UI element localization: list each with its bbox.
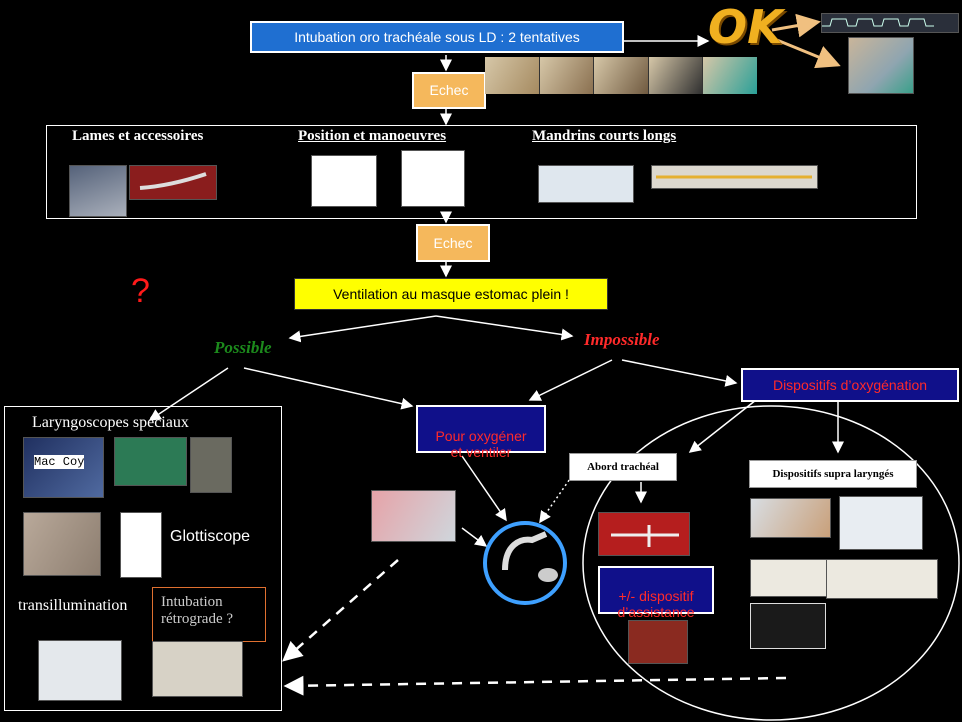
arrow-impossible-oxygener xyxy=(528,359,613,401)
laryngoscopy-sequence xyxy=(485,57,757,94)
impossible-label: Impossible xyxy=(584,330,660,349)
possible-label: Possible xyxy=(214,338,272,357)
larynx-image xyxy=(539,57,595,94)
echec-label-1: Echec xyxy=(429,82,469,98)
mandrin-short-photo xyxy=(538,165,634,203)
monitor-image xyxy=(821,13,959,33)
position-drawing-2 xyxy=(401,150,465,207)
question-mark: ? xyxy=(131,272,150,310)
larynx-image xyxy=(703,57,757,94)
cricothyrotomy-photo xyxy=(598,512,690,556)
arrow-oxygener-tube xyxy=(461,455,507,522)
lames-heading: Lames et accessoires xyxy=(72,128,204,144)
abord-tracheal-label: Abord trachéal xyxy=(587,461,659,473)
arrow-to-possible xyxy=(288,315,437,343)
blades-photo xyxy=(69,165,127,217)
combitube-photo xyxy=(826,559,938,599)
lightwand-photo xyxy=(38,640,122,701)
ventilation-title: Ventilation au masque estomac plein ! xyxy=(333,286,569,302)
laryngoscopes-heading: Laryngoscopes spéciaux xyxy=(32,414,189,431)
arrow-possible-oxygener xyxy=(243,367,414,410)
dispositifs-oxy-label: Dispositifs d’oxygénation xyxy=(772,377,928,393)
fiberscope-photo xyxy=(23,512,101,576)
glottiscope-photo xyxy=(120,512,162,578)
echec-box-2: Echec xyxy=(416,224,490,262)
pour-oxygener-box: Pour oxygéner et ventiler xyxy=(416,405,546,460)
lma-photo-2 xyxy=(839,496,923,550)
retrograde-kit-photo xyxy=(152,641,243,697)
arrow-abord-tube-dotted xyxy=(539,475,573,524)
supra-laryngés-box: Dispositifs supra laryngés xyxy=(749,460,917,488)
assistance-box: +/- dispositif d’assistance xyxy=(598,566,714,620)
cannula-icon xyxy=(611,525,679,547)
bougie-icon xyxy=(656,175,812,179)
arrow-dashed-left xyxy=(282,559,399,662)
igel-photo xyxy=(750,603,826,649)
position-drawing-1 xyxy=(311,155,377,207)
maccoy-label: Mac Coy xyxy=(34,455,85,469)
blade-photo xyxy=(129,165,217,200)
arrow-dispositifs-abord xyxy=(688,399,757,453)
ventilation-box: Ventilation au masque estomac plein ! xyxy=(294,278,608,310)
laryngoscope-photo xyxy=(114,437,187,486)
possible-frame xyxy=(4,406,282,711)
intubation-retrograde-box: Intubation rétrograde ? xyxy=(152,587,266,642)
arrow-possible-laryngo xyxy=(148,367,229,421)
curved-blade-icon xyxy=(139,172,207,190)
maccoy-photo: Mac Coy xyxy=(23,437,104,498)
arrow-fastrach-tube xyxy=(461,527,488,547)
supra-laryngés-label: Dispositifs supra laryngés xyxy=(772,468,894,480)
arrow-dashed-bottom xyxy=(283,675,787,696)
fastrach-photo xyxy=(371,490,456,542)
arrow-impossible-dispositifs xyxy=(621,359,738,387)
impossible-ellipse xyxy=(582,405,960,721)
mandrin-long-photo xyxy=(651,165,818,189)
arrow-to-impossible xyxy=(435,315,574,341)
tube-circle xyxy=(483,521,567,605)
techniques-frame xyxy=(46,125,917,219)
tube-glyph xyxy=(502,531,548,571)
intubation-photo xyxy=(848,37,914,94)
larynx-image xyxy=(648,57,704,94)
position-heading: Position et manoeuvres xyxy=(298,128,447,144)
lma-photo-1 xyxy=(750,498,831,538)
tube-cuff xyxy=(538,568,558,582)
arrow-ok-monitor xyxy=(771,13,821,38)
mandrins-heading: Mandrins courts longs xyxy=(532,128,677,144)
jet-ventilation-photo xyxy=(628,620,688,664)
echec-label-2: Echec xyxy=(433,235,473,251)
capnography-wave-icon xyxy=(822,18,934,27)
intubation-title: Intubation oro trachéale sous LD : 2 ten… xyxy=(294,29,580,45)
assistance-label: +/- dispositif d’assistance xyxy=(617,588,695,620)
abord-tracheal-box: Abord trachéal xyxy=(569,453,677,481)
echec-box-1: Echec xyxy=(412,72,486,109)
larynx-image xyxy=(594,57,649,94)
dispositifs-oxy-box: Dispositifs d’oxygénation xyxy=(741,368,959,402)
glottiscope-label: Glottiscope xyxy=(170,528,251,545)
pour-oxygener-label: Pour oxygéner et ventiler xyxy=(435,428,527,460)
larynx-image xyxy=(485,57,540,94)
arrow-ok-photo xyxy=(771,36,841,69)
laryngoscope-handle-photo xyxy=(190,437,232,493)
transillumination-label: transillumination xyxy=(18,597,128,614)
intubation-title-box: Intubation oro trachéale sous LD : 2 ten… xyxy=(250,21,624,53)
lma-photo-3 xyxy=(750,559,830,597)
ok-logo: OK xyxy=(708,0,783,54)
